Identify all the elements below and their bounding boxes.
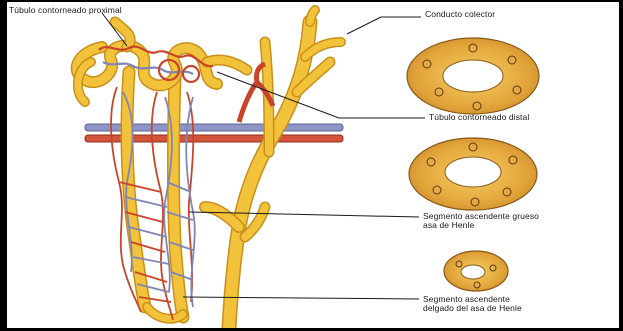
- henle-loops: [127, 72, 183, 319]
- diagram-panel: Túbulo contorneado proximal Conducto col…: [7, 2, 619, 328]
- cross-section-grueso: [409, 138, 537, 210]
- label-grueso-line2: asa de Henle: [423, 221, 539, 230]
- nephron-diagram: [7, 2, 619, 328]
- label-delgado: Segmento ascendente delgado del asa de H…: [423, 295, 522, 313]
- cross-section-delgado: [444, 251, 508, 291]
- label-distal: Túbulo contorneado distal: [429, 113, 529, 122]
- label-delgado-line2: delgado del asa de Henle: [423, 304, 522, 313]
- label-proximal: Túbulo contorneado proximal: [9, 6, 122, 15]
- label-colector: Conducto colector: [425, 10, 495, 19]
- label-grueso: Segmento ascendente grueso asa de Henle: [423, 212, 539, 230]
- cross-section-colector: [407, 38, 539, 114]
